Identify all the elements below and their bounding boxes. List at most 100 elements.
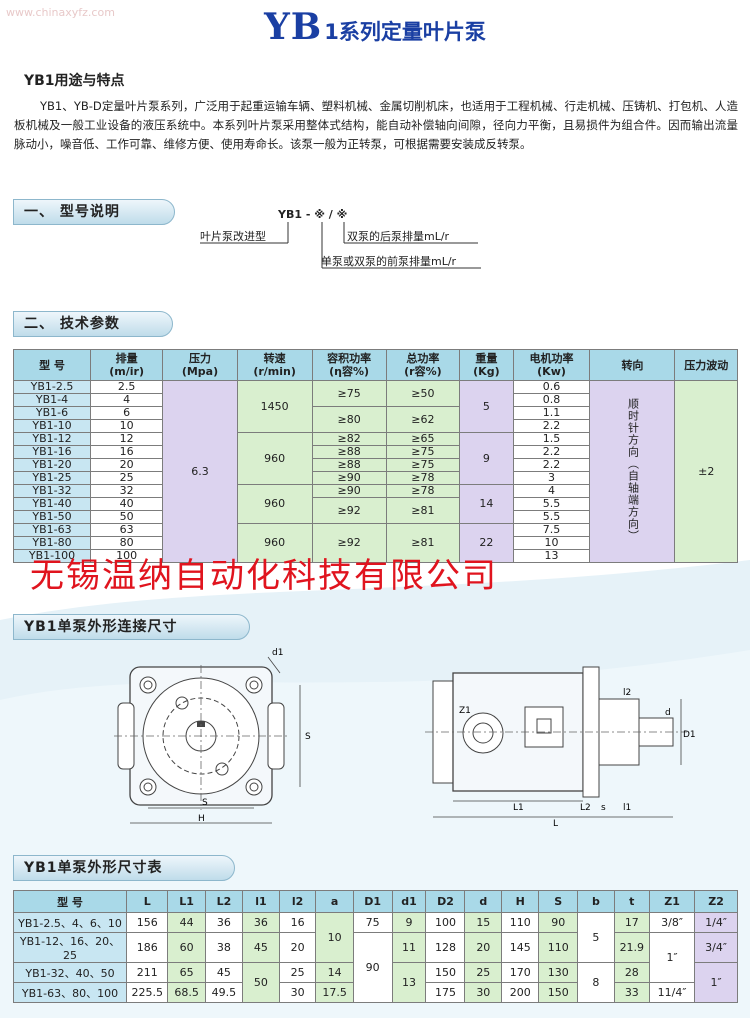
table-cell: 10 xyxy=(89,419,164,433)
table-cell: 32 xyxy=(89,484,164,498)
usage-heading: YB1用途与特点 xyxy=(24,73,125,89)
table-cell: 90 xyxy=(352,932,393,1003)
table-cell: 128 xyxy=(425,932,466,963)
table-cell: YB1-100 xyxy=(13,549,91,563)
table-cell: 30 xyxy=(278,982,317,1003)
table-cell: H xyxy=(501,890,540,913)
table-cell: YB1-2.5、4、6、10 xyxy=(12,912,128,933)
table-cell: 100 xyxy=(425,912,466,933)
table-cell: 4 xyxy=(89,393,164,407)
label-h: H xyxy=(198,814,205,824)
table-cell: 65 xyxy=(167,962,206,983)
table-cell: 200 xyxy=(501,982,540,1003)
table-cell: D2 xyxy=(425,890,466,913)
table-cell: 150 xyxy=(538,982,579,1003)
table-cell: 17.5 xyxy=(315,982,354,1003)
table-cell: YB1-10 xyxy=(13,419,91,433)
table-cell: 170 xyxy=(501,962,540,983)
table-cell: 10 xyxy=(512,536,591,550)
table-cell: 13 xyxy=(391,962,427,1003)
table-cell: YB1-32、40、50 xyxy=(12,962,128,983)
th-disp: 排量 (m/ir) xyxy=(89,349,164,381)
table-cell: 960 xyxy=(236,523,313,563)
table-cell: 150 xyxy=(425,962,466,983)
table-cell: 1″ xyxy=(649,932,696,983)
table-cell: 5.5 xyxy=(512,510,591,524)
table-cell: ≥75 xyxy=(385,445,461,459)
model-code: YB1 - ※ / ※ xyxy=(278,208,348,221)
table-cell: 40 xyxy=(89,497,164,511)
label-d: d xyxy=(665,708,671,718)
weight-cell: 5 xyxy=(459,380,514,433)
section-tech-title: 二、 技术参数 xyxy=(13,311,173,337)
table-cell: 156 xyxy=(126,912,169,933)
table-cell: 44 xyxy=(167,912,206,933)
label-l2cap: L2 xyxy=(580,803,591,813)
page-title: YB1系列定量叶片泵 xyxy=(264,6,486,48)
th-motor: 电机功率 (Kw) xyxy=(512,349,591,381)
table-cell: 20 xyxy=(278,932,317,963)
table-cell: b xyxy=(577,890,615,913)
vol-cell: ≥75 xyxy=(311,380,387,407)
table-cell: 1.1 xyxy=(512,406,591,420)
table-cell: d xyxy=(464,890,503,913)
th-weight: 重量 (Kg) xyxy=(459,349,514,381)
table-cell: 60 xyxy=(167,932,206,963)
table-cell: 68.5 xyxy=(167,982,206,1003)
table-cell: 2.2 xyxy=(512,458,591,472)
label-front: 单泵或双泵的前泵排量mL/r xyxy=(321,255,457,268)
table-cell: ≥81 xyxy=(385,523,461,563)
tech-params-table: 型 号 排量 (m/ir) 压力 (Mpa) 转速 (r/min) 容积功率 (… xyxy=(13,349,738,563)
table-cell: 11/4″ xyxy=(649,982,696,1003)
th-total: 总功率 (r容%) xyxy=(385,349,461,381)
table-cell: 63 xyxy=(89,523,164,537)
table-cell: YB1-40 xyxy=(13,497,91,511)
table-cell: 36 xyxy=(242,912,280,933)
table-cell: ≥92 xyxy=(311,523,387,563)
model-diagram-lines xyxy=(200,222,481,269)
table-cell: 175 xyxy=(425,982,466,1003)
table-cell: 25 xyxy=(89,471,164,485)
table-cell: 960 xyxy=(236,484,313,524)
table-cell: YB1-16 xyxy=(13,445,91,459)
table-cell: 14 xyxy=(459,484,514,524)
table-cell: 225.5 xyxy=(126,982,169,1003)
th-speed: 转速 (r/min) xyxy=(236,349,313,381)
table-cell: 2.2 xyxy=(512,419,591,433)
table-cell: 90 xyxy=(538,912,579,933)
table-cell: 20 xyxy=(89,458,164,472)
pressure-cell: 6.3 xyxy=(162,380,238,563)
label-s: S xyxy=(202,798,208,808)
table-cell: 22 xyxy=(459,523,514,563)
speed-cell: 1450 xyxy=(236,380,313,433)
total-cell: ≥50 xyxy=(385,380,461,407)
company-watermark: 无锡温纳自动化科技有限公司 xyxy=(30,556,498,596)
th-vol: 容积功率 (η容%) xyxy=(311,349,387,381)
table-cell: 25 xyxy=(278,962,317,983)
table-cell: YB1-6 xyxy=(13,406,91,420)
table-cell: 20 xyxy=(464,932,503,963)
table-cell: 5 xyxy=(577,912,615,963)
table-cell: a xyxy=(315,890,354,913)
table-cell: 49.5 xyxy=(204,982,244,1003)
table-cell: ≥62 xyxy=(385,406,461,433)
table-cell: 9 xyxy=(459,432,514,485)
label-z1: Z1 xyxy=(459,706,471,716)
table-cell: 1/4″ xyxy=(694,912,738,933)
table-cell: 38 xyxy=(204,932,244,963)
table-cell: 5.5 xyxy=(512,497,591,511)
table-cell: 3 xyxy=(512,471,591,485)
table-cell: 2.2 xyxy=(512,445,591,459)
table-cell: ≥88 xyxy=(311,458,387,472)
table-cell: 211 xyxy=(126,962,169,983)
table-cell: YB1-20 xyxy=(13,458,91,472)
table-cell: D1 xyxy=(352,890,393,913)
table-cell: 4 xyxy=(512,484,591,498)
table-cell: 15 xyxy=(464,912,503,933)
table-cell: 45 xyxy=(242,932,280,963)
section-dim-title: YB1单泵外形尺寸表 xyxy=(13,855,235,881)
table-cell: ≥88 xyxy=(311,445,387,459)
section-outline-title: YB1单泵外形连接尺寸 xyxy=(13,614,250,640)
table-cell: 960 xyxy=(236,432,313,485)
